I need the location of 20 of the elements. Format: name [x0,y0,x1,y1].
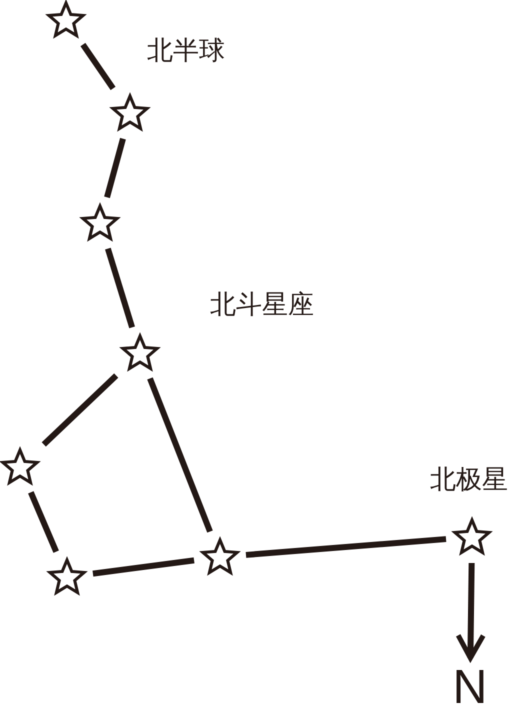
connector-line [105,248,135,328]
region-label: 北斗星座 [210,292,314,318]
direction-label: N [450,664,490,712]
arrow [456,562,486,660]
star-icon [49,559,85,595]
connector-line [104,138,126,198]
connector-line [92,557,194,577]
region-label: 北半球 [147,38,225,64]
connector-line [42,373,118,447]
connector-line [147,377,213,533]
star-icon [454,519,490,555]
star-icon [202,539,238,575]
star-icon [48,2,84,38]
connector-line [246,536,446,558]
star-icon [2,449,38,485]
star-icon [82,205,118,241]
connector-line [28,491,59,553]
star-icon [112,95,148,131]
star-icon [122,335,158,371]
star-label: 北极星 [430,467,508,493]
